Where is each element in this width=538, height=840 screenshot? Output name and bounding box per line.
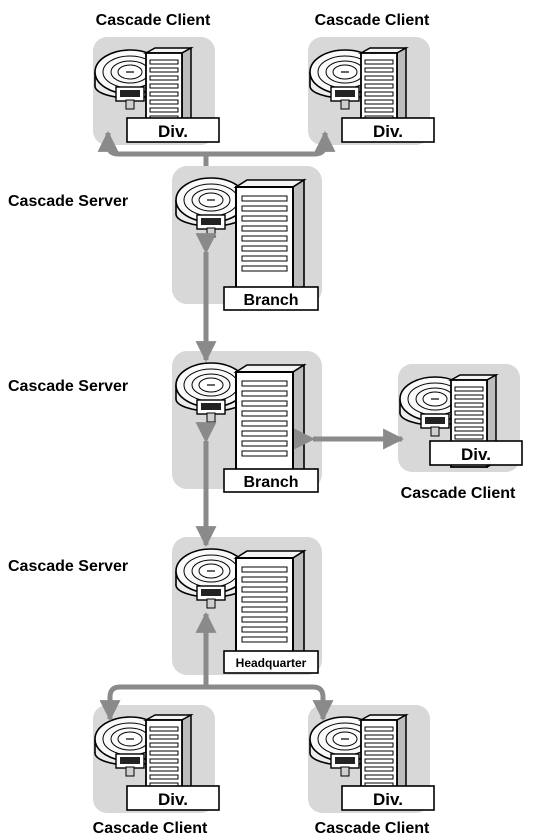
- div-label: Div.: [461, 445, 491, 464]
- server-icon: [235, 364, 305, 479]
- server-2-title: Cascade Server: [8, 378, 128, 395]
- top-left-client-title: Cascade Client: [96, 12, 211, 29]
- top-left-client-unit: Div.: [93, 37, 220, 145]
- div-label: Div.: [373, 790, 403, 809]
- side-client-title: Cascade Client: [401, 485, 516, 502]
- server-icon: [235, 550, 305, 665]
- top-clients-connector: [97, 130, 336, 175]
- server-3-title: Cascade Server: [8, 558, 128, 575]
- side-client-unit: Div.: [398, 364, 523, 472]
- bottom-right-client-title: Cascade Client: [315, 820, 430, 837]
- cascade-server-2-unit: Branch: [172, 351, 322, 493]
- branch-label: Branch: [243, 474, 298, 491]
- div-label: Div.: [158, 790, 188, 809]
- cascade-server-3-unit: Headquarter: [172, 537, 322, 675]
- top-right-client-unit: Div.: [308, 37, 435, 145]
- branch-label-box: [223, 468, 319, 493]
- div-label-box: [126, 785, 220, 811]
- headquarter-label: Headquarter: [236, 656, 307, 670]
- server-1-title: Cascade Server: [8, 193, 128, 210]
- bottom-left-client-unit: Div.: [93, 705, 220, 813]
- branch-label: Branch: [243, 292, 298, 309]
- div-label-box: [341, 117, 435, 143]
- div-label: Div.: [373, 122, 403, 141]
- bottom-left-client-title: Cascade Client: [93, 820, 208, 837]
- div-label: Div.: [158, 122, 188, 141]
- div-label-box: [126, 117, 220, 143]
- div-label-box: [341, 785, 435, 811]
- branch-label-box: [223, 286, 319, 311]
- server-icon: [235, 179, 305, 294]
- link-bottom-right-client: [206, 684, 334, 722]
- headquarter-label-box: [223, 650, 319, 674]
- link-bottom-left-client: [99, 684, 206, 722]
- cascade-server-1-unit: Branch: [172, 166, 322, 311]
- bottom-right-client-unit: Div.: [308, 705, 435, 813]
- connectors: [99, 233, 405, 722]
- div-label-box: [429, 440, 523, 466]
- top-right-client-title: Cascade Client: [315, 12, 430, 29]
